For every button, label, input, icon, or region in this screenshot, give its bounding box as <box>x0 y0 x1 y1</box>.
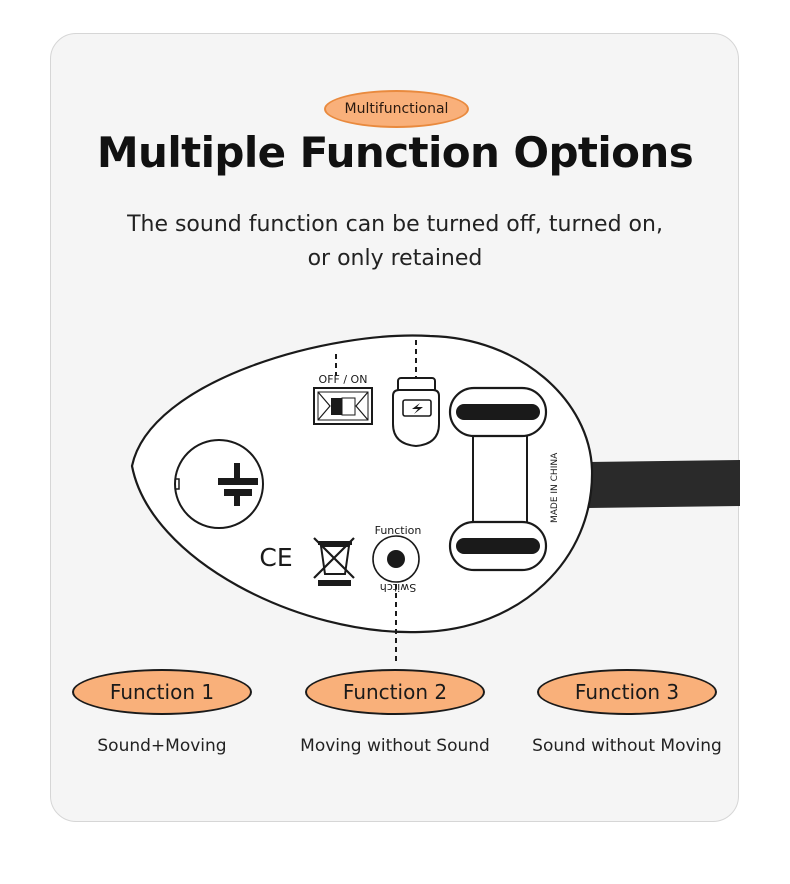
multifunctional-badge: Multifunctional <box>324 90 469 128</box>
tail-strap <box>588 460 740 508</box>
charge-port-icon <box>392 377 440 448</box>
function-2-caption: Moving without Sound <box>300 736 490 756</box>
function-3-pill: Function 3 <box>537 669 717 715</box>
subtitle-line-1: The sound function can be turned off, tu… <box>127 212 663 237</box>
function-3-caption: Sound without Moving <box>532 736 722 756</box>
made-in-label: MADE IN CHINA <box>550 452 560 523</box>
subtitle-line-2: or only retained <box>307 246 483 271</box>
weee-bin-icon <box>313 537 355 586</box>
function-1-caption: Sound+Moving <box>97 736 227 756</box>
subtitle: The sound function can be turned off, tu… <box>0 208 790 276</box>
page-title: Multiple Function Options <box>96 128 694 177</box>
battery-cover-icon <box>174 439 264 529</box>
power-switch[interactable] <box>313 387 373 425</box>
function-switch-button[interactable] <box>372 535 420 583</box>
function-1-pill: Function 1 <box>72 669 252 715</box>
switch-label: OFF / ON <box>319 373 368 386</box>
function-button-label: Function <box>375 524 422 537</box>
ce-mark: CE <box>259 543 292 572</box>
function-2-pill: Function 2 <box>305 669 485 715</box>
wheel-assembly <box>448 386 548 572</box>
function-2-label: Function 2 <box>342 680 448 704</box>
function-3-label: Function 3 <box>574 680 680 704</box>
function-1-label: Function 1 <box>109 680 215 704</box>
switch-button-label: Switch <box>380 581 416 594</box>
